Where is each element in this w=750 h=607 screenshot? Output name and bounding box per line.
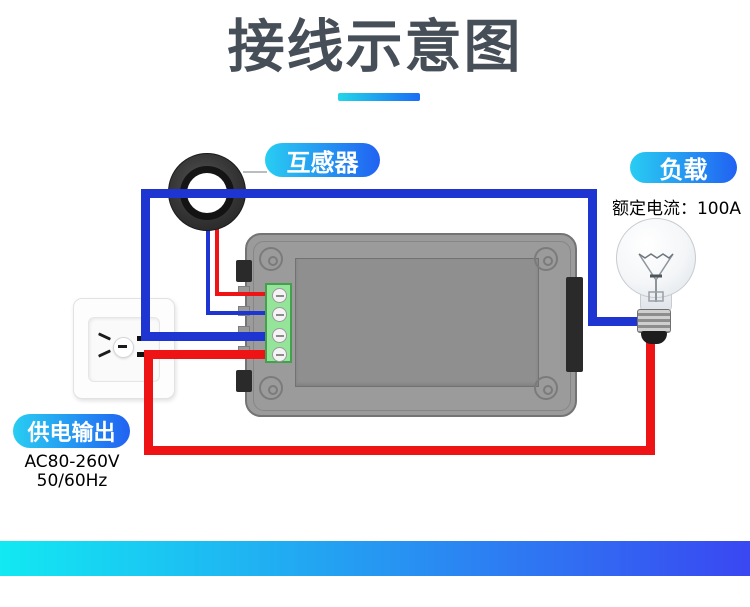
terminal-screw-3 bbox=[272, 328, 287, 343]
transformer-badge-label: 互感器 bbox=[286, 148, 359, 177]
transformer-leader-line bbox=[243, 171, 267, 173]
ct-wire-blue-horizontal bbox=[206, 311, 280, 315]
title-underline-accent bbox=[338, 93, 420, 101]
blue-wire-to-bulb bbox=[588, 317, 642, 326]
supply-spec-note: AC80-260V 50/60Hz bbox=[8, 453, 136, 490]
meter-screw-bottom-right bbox=[534, 376, 558, 400]
bulb-screw-base bbox=[637, 309, 671, 333]
ct-wire-blue-vertical bbox=[206, 224, 210, 314]
supply-voltage: AC80-260V bbox=[24, 452, 120, 472]
load-badge-label: 负载 bbox=[659, 156, 708, 184]
socket-neutral-terminal bbox=[137, 352, 150, 357]
meter-back-panel bbox=[295, 258, 539, 387]
page-title: 接线示意图 bbox=[227, 14, 523, 80]
bulb-filament bbox=[638, 253, 674, 302]
meter-clip-right bbox=[566, 277, 583, 372]
load-rated-current-note: 额定电流：100A bbox=[611, 199, 742, 219]
supply-frequency: 50/60Hz bbox=[36, 470, 108, 491]
socket-center-slot bbox=[118, 345, 127, 348]
red-wire-to-bulb bbox=[646, 342, 655, 455]
meter-screw-top-right bbox=[534, 247, 558, 271]
supply-badge-label: 供电输出 bbox=[27, 421, 116, 446]
terminal-screw-1 bbox=[272, 288, 287, 303]
meter-screw-top-left bbox=[259, 247, 283, 271]
blue-wire-socket-to-meter bbox=[141, 332, 280, 341]
meter-screw-bottom-left bbox=[259, 376, 283, 400]
meter-clip-left-top bbox=[236, 260, 252, 282]
load-badge: 负载 bbox=[630, 152, 737, 184]
meter-clip-left-bottom bbox=[236, 370, 252, 392]
red-wire-bottom-run bbox=[144, 446, 655, 455]
red-wire-left-drop bbox=[144, 350, 153, 455]
ct-wire-red-vertical bbox=[215, 224, 219, 295]
terminal-screw-4 bbox=[272, 347, 287, 362]
bottom-gradient-bar bbox=[0, 541, 750, 576]
transformer-badge: 互感器 bbox=[265, 143, 380, 177]
blue-wire-right-drop bbox=[588, 189, 597, 326]
red-wire-socket-to-meter bbox=[146, 350, 280, 359]
supply-badge: 供电输出 bbox=[13, 414, 130, 448]
blue-wire-left-drop bbox=[141, 189, 150, 341]
bulb-contact-tip bbox=[641, 331, 667, 344]
blue-wire-top-run bbox=[141, 189, 597, 198]
terminal-screw-2 bbox=[272, 307, 287, 322]
ct-wire-red-horizontal bbox=[215, 292, 280, 296]
